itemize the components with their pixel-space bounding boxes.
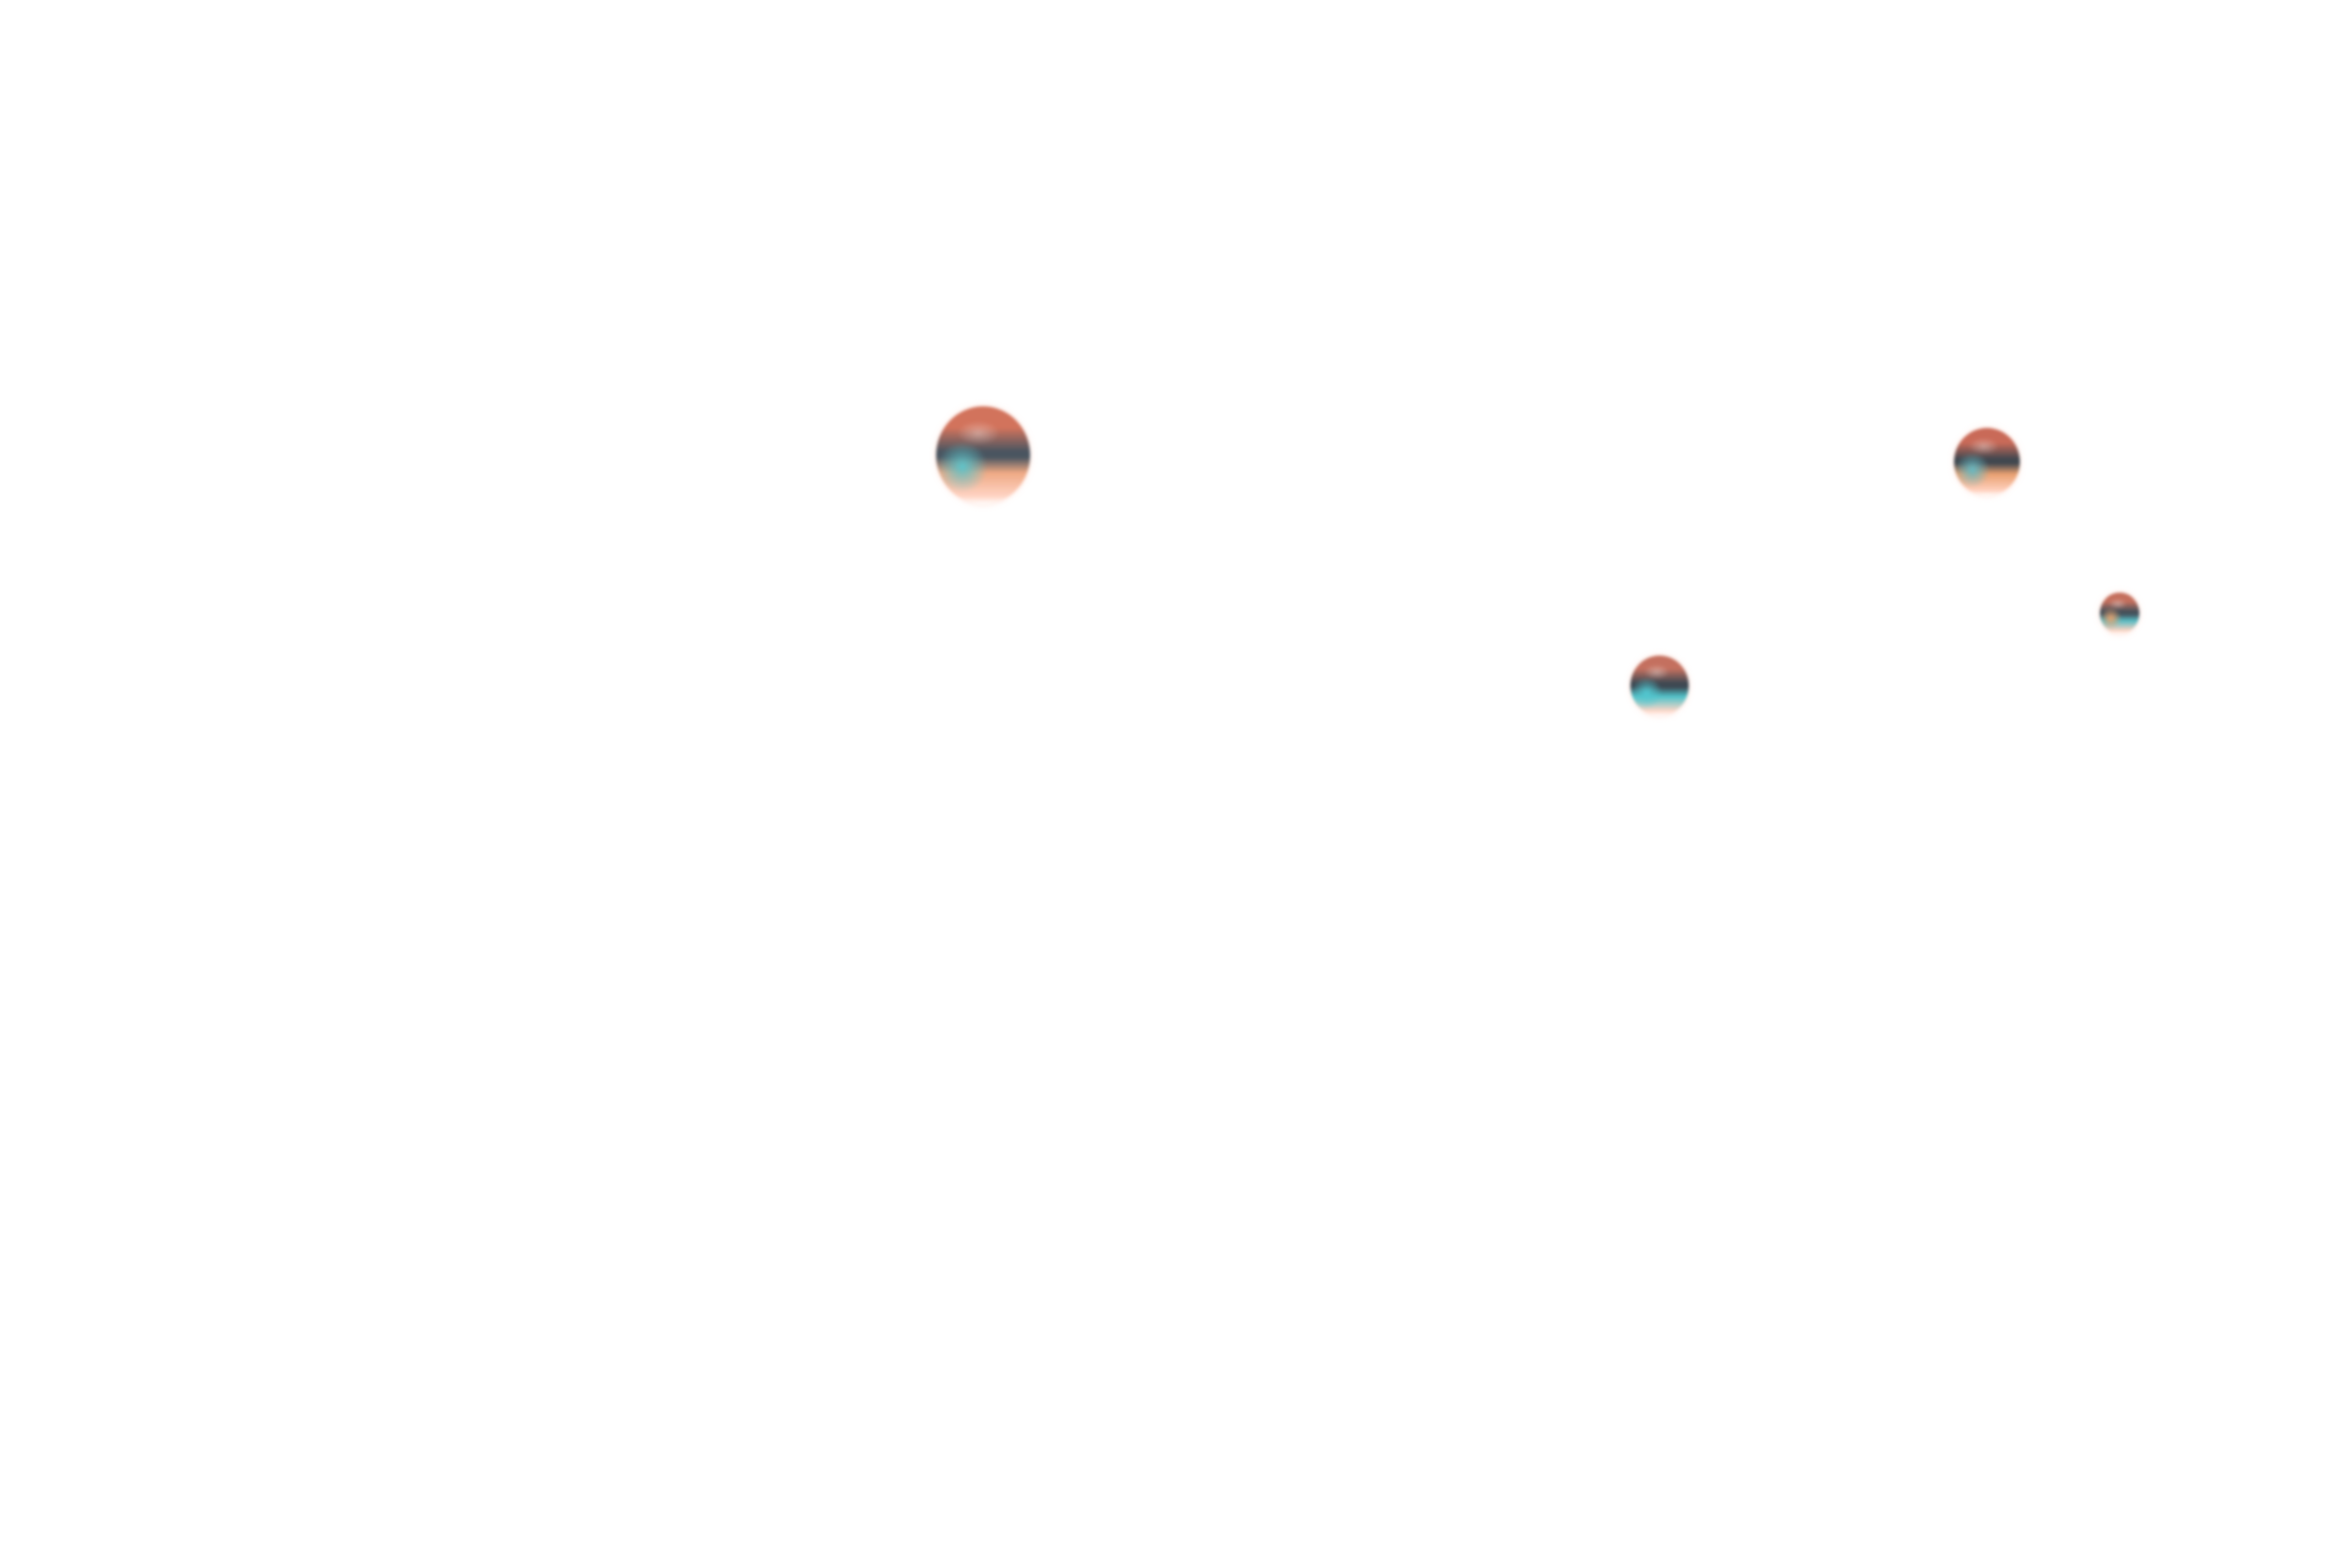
sphere-highlight	[1643, 663, 1671, 680]
iridescent-sphere-large	[936, 406, 1030, 504]
sphere-highlight	[957, 420, 1000, 446]
sphere-highlight	[1968, 437, 1999, 455]
iridescent-sphere-tiny	[2100, 593, 2139, 634]
iridescent-sphere-small	[1630, 656, 1689, 716]
sphere-highlight	[2108, 598, 2127, 610]
iridescent-sphere-medium	[1954, 428, 2020, 496]
